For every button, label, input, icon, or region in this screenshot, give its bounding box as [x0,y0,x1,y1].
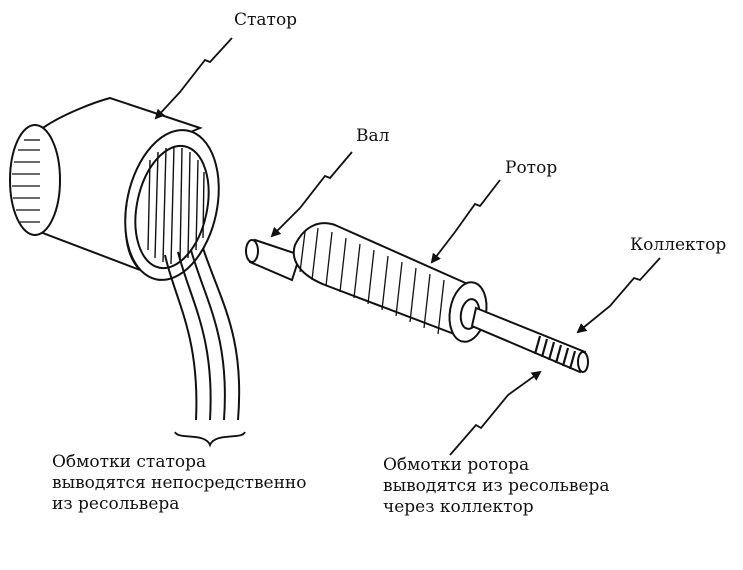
stator-slots [147,145,205,265]
collector-rings [533,335,577,370]
rotor-windings-caption: Обмотки ротора выводятся из ресольвера ч… [383,455,610,517]
rotor-label: Ротор [505,158,558,178]
stator-windings-caption: Обмотки статора выводятся непосредственн… [52,452,307,514]
stator-leads [164,247,241,421]
collector-label: Коллектор [630,235,727,255]
shaft-label: Вал [356,126,390,146]
stator-label: Статор [234,10,298,30]
rotor-arrow [430,179,501,264]
leader-arrows [154,37,661,456]
stator-left-end [9,124,61,236]
stator-drawing [9,96,246,448]
rotor-drawing [245,222,589,374]
rotor-laminations [299,227,445,335]
stator-arrow [154,37,233,120]
rotor-windings-arrow [449,370,542,456]
stator-ribs [12,139,40,223]
shaft-arrow [270,151,353,238]
stator-brace [174,431,246,448]
rotor-shaft-right [470,306,587,374]
collector-arrow [576,257,661,334]
